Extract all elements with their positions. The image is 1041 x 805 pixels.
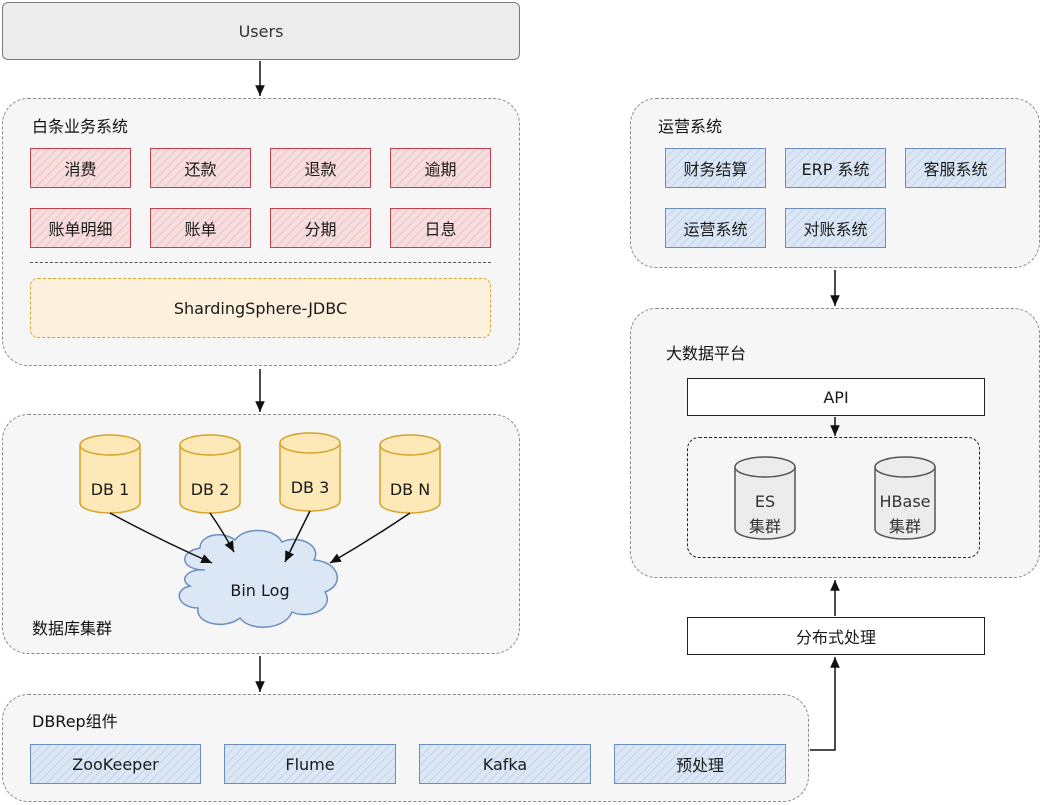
hbase-cluster-label: 集群	[888, 517, 921, 536]
dbrep-kafka: Kafka	[419, 744, 591, 784]
business-divider	[30, 262, 491, 263]
ops-item-finance: 财务结算	[665, 148, 766, 188]
ops-item-operations: 运营系统	[665, 208, 766, 248]
users-box: Users	[2, 2, 520, 60]
dbrep-flume: Flume	[224, 744, 396, 784]
dbrep-zookeeper: ZooKeeper	[30, 744, 201, 784]
bigdata-platform-title: 大数据平台	[666, 344, 747, 363]
db-2-label: DB 2	[190, 480, 230, 499]
ops-item-reconciliation: 对账系统	[785, 208, 886, 248]
distributed-processing-label: 分布式处理	[795, 628, 876, 647]
users-label: Users	[238, 21, 284, 41]
binlog-label: Bin Log	[230, 581, 290, 600]
ops-item-customer-service: 客服系统	[905, 148, 1006, 188]
arrow-dbrep-to-distributed	[810, 657, 840, 751]
distributed-processing-box: 分布式处理	[687, 617, 985, 655]
ops-system-title: 运营系统	[658, 117, 723, 136]
db-1-label: DB 1	[90, 480, 130, 499]
database-cluster-title: 数据库集群	[32, 619, 113, 638]
es-label: ES	[754, 492, 776, 511]
business-item-installment: 分期	[270, 208, 371, 248]
sharding-jdbc-box: ShardingSphere-JDBC	[30, 278, 491, 338]
api-label: API	[823, 387, 849, 407]
es-cluster-label: 集群	[748, 517, 781, 536]
business-item-daily-interest: 日息	[390, 208, 491, 248]
business-system-title: 白条业务系统	[32, 117, 129, 136]
dbrep-preprocessing: 预处理	[614, 744, 786, 784]
api-box: API	[687, 378, 985, 416]
business-item-overdue: 逾期	[390, 148, 491, 188]
hbase-label: HBase	[879, 492, 931, 511]
business-item-repayment: 还款	[150, 148, 251, 188]
business-item-consume: 消费	[30, 148, 131, 188]
dbrep-title: DBRep组件	[32, 712, 118, 731]
ops-item-erp: ERP 系统	[785, 148, 886, 188]
sharding-jdbc-label: ShardingSphere-JDBC	[173, 298, 348, 318]
business-item-refund: 退款	[270, 148, 371, 188]
db-3-label: DB 3	[290, 478, 330, 497]
db-n-label: DB N	[389, 480, 431, 499]
business-item-bill: 账单	[150, 208, 251, 248]
business-item-bill-detail: 账单明细	[30, 208, 131, 248]
